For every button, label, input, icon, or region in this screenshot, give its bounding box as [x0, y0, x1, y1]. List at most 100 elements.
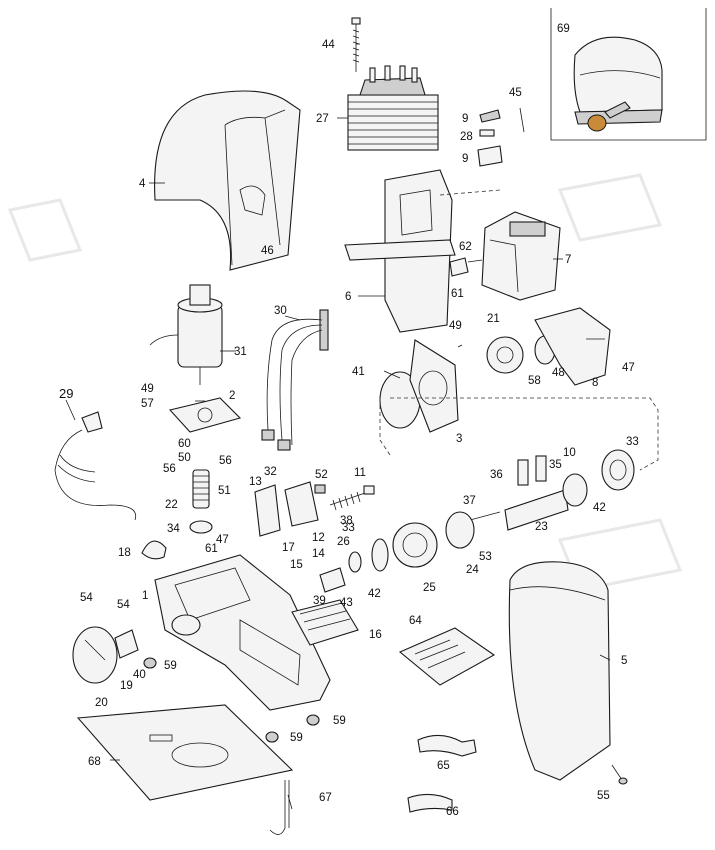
- knob-part-18: [141, 540, 167, 560]
- connector-parts-61-62: [449, 257, 483, 277]
- inset-box-69: [550, 8, 707, 141]
- callout-16: 16: [369, 629, 382, 641]
- callout-44: 44: [322, 39, 335, 51]
- base-plate-part-68: [76, 704, 294, 801]
- callout-50: 50: [178, 452, 191, 464]
- callout-47b: 47: [622, 362, 635, 374]
- callout-4: 4: [139, 178, 146, 190]
- callout-29: 29: [59, 386, 73, 401]
- callout-40: 40: [133, 669, 146, 681]
- callout-69: 69: [557, 23, 570, 35]
- callout-15: 15: [290, 559, 303, 571]
- control-board-part-7: [481, 211, 561, 301]
- callout-56b: 56: [219, 455, 232, 467]
- callout-51: 51: [218, 485, 231, 497]
- callout-31: 31: [234, 346, 247, 358]
- power-cable-part-29: [54, 411, 137, 521]
- callout-59b: 59: [333, 715, 346, 727]
- callout-7: 7: [565, 254, 571, 266]
- callout-33b: 33: [626, 436, 639, 448]
- callout-21: 21: [487, 313, 500, 325]
- callout-54a: 54: [80, 592, 93, 604]
- callout-10: 10: [563, 447, 576, 459]
- callout-57: 57: [141, 398, 154, 410]
- nut-parts-59: [143, 657, 320, 743]
- callout-60: 60: [178, 438, 191, 450]
- callout-1: 1: [142, 590, 148, 602]
- callout-36: 36: [490, 469, 503, 481]
- callout-28: 28: [460, 131, 473, 143]
- callout-59a: 59: [164, 660, 177, 672]
- screw-part-44: [351, 17, 361, 72]
- housing-part-1: [154, 554, 331, 711]
- manual-part-64: [398, 627, 496, 686]
- callout-43: 43: [340, 597, 353, 609]
- leader-lines: [65, 43, 611, 810]
- callout-13: 13: [249, 476, 262, 488]
- callout-52: 52: [315, 469, 328, 481]
- spring-parts-11-38-52: [329, 485, 375, 511]
- callout-39: 39: [313, 595, 326, 607]
- callout-64: 64: [409, 615, 422, 627]
- callout-47a: 47: [216, 534, 229, 546]
- callout-5: 5: [621, 655, 627, 667]
- callout-11: 11: [354, 467, 366, 479]
- cover-part-5: [508, 561, 611, 781]
- callout-41: 41: [352, 366, 365, 378]
- anchor-part-67: [269, 780, 290, 835]
- callout-9b: 9: [462, 153, 468, 165]
- callout-24: 24: [466, 564, 479, 576]
- wiring-part-30: [261, 309, 329, 451]
- callout-22: 22: [165, 499, 178, 511]
- callout-59c: 59: [290, 732, 303, 744]
- callout-26: 26: [337, 536, 350, 548]
- callout-2: 2: [229, 390, 235, 402]
- callout-9a: 9: [462, 113, 468, 125]
- callout-42a: 42: [368, 588, 381, 600]
- screw-part-55: [611, 764, 628, 785]
- callout-17: 17: [282, 542, 295, 554]
- callout-38: 38: [340, 515, 353, 527]
- switch-parts-12-13-17-32: [254, 481, 326, 537]
- callout-35: 35: [549, 459, 562, 471]
- callout-66: 66: [446, 806, 459, 818]
- callout-8: 8: [592, 377, 598, 389]
- callout-55: 55: [597, 790, 610, 802]
- callout-67: 67: [319, 792, 332, 804]
- callout-labels: 1 2 3 4 5 6 7 8 9 9 10 11 12 13 14 15 16…: [59, 23, 639, 818]
- cap-part-19-20: [72, 626, 139, 684]
- callout-3: 3: [456, 433, 462, 445]
- callout-30: 30: [274, 305, 287, 317]
- callout-49b: 49: [449, 320, 462, 332]
- callout-53: 53: [479, 551, 492, 563]
- callout-48: 48: [552, 367, 565, 379]
- worm-part-22-34: [189, 469, 213, 534]
- callout-46: 46: [261, 245, 274, 257]
- callout-37: 37: [463, 495, 476, 507]
- motor-part-31: [149, 284, 223, 385]
- callout-27: 27: [316, 113, 329, 125]
- key-parts-65-66: [407, 734, 477, 813]
- shaft-assembly: [319, 449, 635, 593]
- callout-34: 34: [167, 523, 180, 535]
- callout-20: 20: [95, 697, 108, 709]
- callout-33a: 33: [342, 522, 355, 534]
- callout-25: 25: [423, 582, 436, 594]
- callout-23: 23: [535, 521, 548, 533]
- gear-parts-8-21-58: [486, 307, 611, 386]
- callout-58: 58: [528, 375, 541, 387]
- callout-18: 18: [118, 547, 131, 559]
- pad-part-16: [291, 599, 359, 646]
- callout-68: 68: [88, 756, 101, 768]
- plate-part-2: [168, 397, 242, 433]
- callout-45: 45: [509, 87, 522, 99]
- callout-62: 62: [459, 241, 472, 253]
- flange-parts-3-41: [379, 339, 459, 433]
- callout-19: 19: [120, 680, 133, 692]
- callout-6: 6: [345, 291, 351, 303]
- callout-65: 65: [437, 760, 450, 772]
- callout-32: 32: [264, 466, 277, 478]
- callout-12: 12: [312, 532, 325, 544]
- transformer-part-27: [347, 65, 439, 151]
